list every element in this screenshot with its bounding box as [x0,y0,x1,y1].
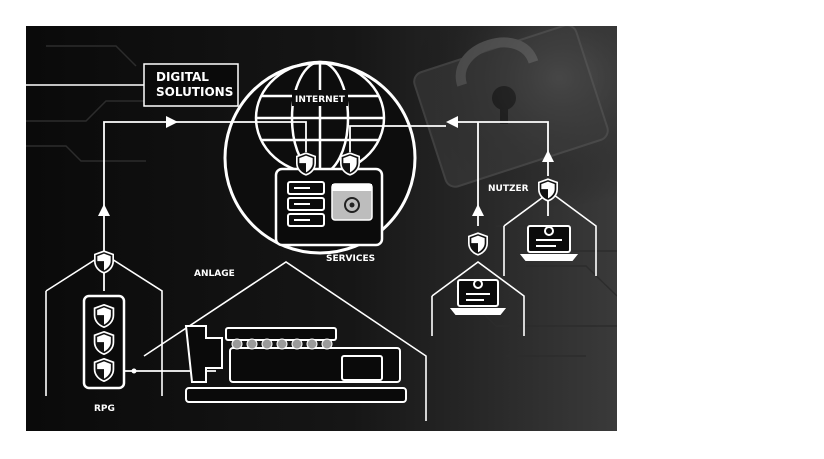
shield-icon [93,358,115,382]
anlage-plant: ANLAGE [143,261,427,421]
brand-line2: SOLUTIONS [156,85,233,99]
services-label: SERVICES [326,254,375,264]
shield-icon [296,152,316,176]
shield-icon [340,152,360,176]
laptop-user-icon [449,279,507,315]
shield-icon [93,304,115,328]
rpg-label: RPG [94,404,115,414]
rpg-unit: RPG [45,253,163,414]
shield-icon [468,232,488,256]
connection-lines [103,121,549,291]
user-2 [503,191,597,276]
padlock-icon [413,26,609,188]
engine-icon [184,325,407,403]
shield-icon [538,178,558,202]
globe-icon [254,60,386,176]
nutzer-label: NUTZER [488,184,529,194]
laptop-user-icon [519,225,579,261]
internet-label: INTERNET [295,95,346,105]
shield-icon [94,250,114,274]
shield-icon [93,331,115,355]
anlage-label: ANLAGE [194,269,235,279]
gear-icon [331,183,373,221]
user-1 [431,261,525,336]
server-icon [287,181,325,227]
brand-label: DIGITAL SOLUTIONS [26,63,239,107]
arrows [98,116,554,216]
services-box: SERVICES [274,167,384,264]
network-diagram: DIGITAL SOLUTIONS INTERNET [26,26,617,431]
brand-line1: DIGITAL [156,70,209,84]
